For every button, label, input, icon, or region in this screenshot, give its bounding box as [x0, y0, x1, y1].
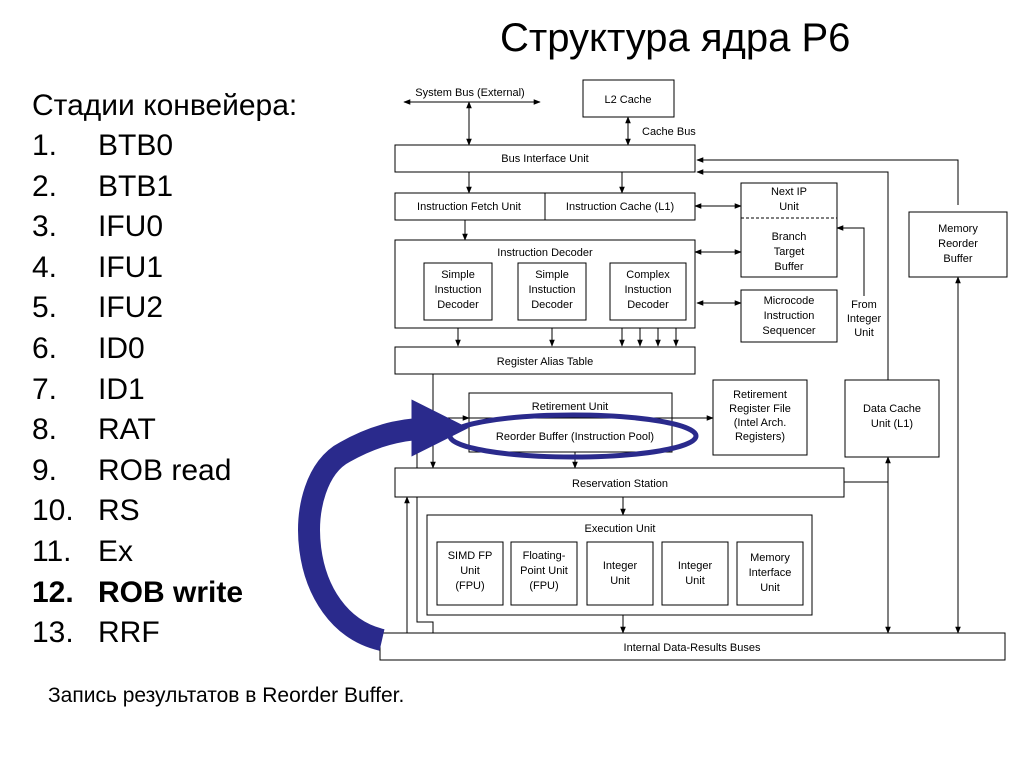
- stage-number: 3.: [32, 210, 58, 244]
- stage-label: BTB0: [98, 129, 174, 162]
- stage-number: 6.: [32, 331, 58, 365]
- svg-text:Execution Unit: Execution Unit: [585, 523, 656, 535]
- stages-heading: Стадии конвейера:: [32, 89, 298, 122]
- stage-label: IFU2: [98, 291, 164, 325]
- stage-label: IFU1: [98, 250, 164, 284]
- stage-label: ROB read: [98, 453, 232, 487]
- system-bus: System Bus (External): [415, 87, 524, 99]
- svg-text:Instruction Decoder: Instruction Decoder: [497, 247, 593, 259]
- writeback-highlight-arrow: [298, 399, 469, 651]
- stage-number: 11.: [32, 534, 72, 568]
- svg-text:L2 Cache: L2 Cache: [604, 94, 651, 106]
- stage-number: 9.: [32, 453, 58, 487]
- floating-point-unit-label: Floating-Point Unit(FPU): [520, 550, 568, 592]
- slide-title: Структура ядра P6: [500, 16, 851, 60]
- stage-label: BTB1: [98, 169, 174, 203]
- svg-text:Reservation Station: Reservation Station: [572, 478, 668, 490]
- reservation-station-block: Reservation Station: [394, 467, 845, 498]
- stage-number: 5.: [32, 291, 58, 325]
- reorder-buffer-label: Reorder Buffer (Instruction Pool): [496, 431, 654, 443]
- stage-label: IFU0: [98, 210, 164, 244]
- stage-label: RS: [98, 494, 140, 528]
- svg-text:Bus Interface Unit: Bus Interface Unit: [501, 153, 588, 165]
- stage-number: 2.: [32, 169, 58, 203]
- stage-label: ID0: [98, 331, 145, 365]
- stage-number: 10.: [32, 494, 74, 528]
- stage-label: ID1: [98, 372, 145, 406]
- fetch-cache-block: Instruction Fetch Unit Instruction Cache…: [394, 192, 696, 221]
- stage-label: ROB write: [98, 575, 244, 609]
- l2-cache-block: L2 Cache: [582, 79, 675, 118]
- stage-label: RRF: [98, 616, 160, 650]
- internal-data-results-buses-block: Internal Data-Results Buses: [379, 632, 1006, 661]
- stage-number: 7.: [32, 372, 58, 406]
- cache-bus-label: Cache Bus: [642, 126, 696, 138]
- slide-caption: Запись результатов в Reorder Buffer.: [48, 684, 405, 707]
- bus-interface-unit-block: Bus Interface Unit: [394, 144, 696, 173]
- stage-label: Ex: [98, 534, 134, 568]
- stage-number: 13.: [32, 616, 74, 650]
- svg-text:Register Alias Table: Register Alias Table: [497, 356, 593, 368]
- stage-number: 1.: [32, 129, 58, 162]
- stage-number: 8.: [32, 413, 58, 447]
- stage-label: RAT: [98, 413, 156, 447]
- stage-number: 4.: [32, 250, 58, 284]
- register-alias-table-block: Register Alias Table: [394, 346, 696, 375]
- instruction-cache-label: Instruction Cache (L1): [566, 201, 674, 213]
- svg-text:Internal Data-Results Buses: Internal Data-Results Buses: [624, 642, 761, 654]
- svg-text:System Bus (External): System Bus (External): [415, 87, 524, 99]
- stage-number: 12.: [32, 575, 74, 609]
- svg-text:Retirement Unit: Retirement Unit: [532, 401, 608, 413]
- retirement-unit-block: Retirement Unit Reorder Buffer (Instruct…: [468, 392, 673, 453]
- instruction-fetch-unit-label: Instruction Fetch Unit: [417, 201, 521, 213]
